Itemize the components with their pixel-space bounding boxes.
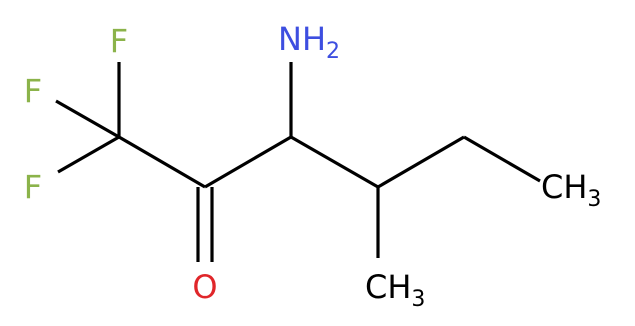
methyl-right-label: CH3 bbox=[541, 168, 601, 212]
bond-branch-ethyl bbox=[377, 135, 465, 189]
bond-alpha-branch bbox=[290, 135, 379, 189]
bond-cf3-carbonyl bbox=[118, 135, 206, 189]
atom-labels: F F F NH2 O CH3 CH3 bbox=[24, 20, 602, 312]
methyl-bottom-subscript: 3 bbox=[411, 287, 425, 312]
amino-symbol: NH bbox=[278, 20, 326, 58]
bond-carbonyl-alpha bbox=[204, 135, 292, 189]
bond-cf3-f3 bbox=[57, 135, 120, 174]
fluorine-label-top: F bbox=[110, 22, 128, 60]
amino-subscript: 2 bbox=[326, 39, 340, 64]
methyl-bottom-symbol: CH bbox=[365, 268, 411, 306]
bonds bbox=[55, 62, 541, 262]
methyl-right-symbol: CH bbox=[541, 168, 587, 206]
amino-label: NH2 bbox=[278, 20, 340, 64]
methyl-bottom-label: CH3 bbox=[365, 268, 425, 312]
bond-cf3-f2 bbox=[55, 99, 120, 139]
bond-ethyl-methyl bbox=[463, 135, 541, 183]
fluorine-label-middle: F bbox=[24, 72, 42, 110]
methyl-right-subscript: 3 bbox=[587, 187, 601, 212]
oxygen-label: O bbox=[192, 268, 217, 306]
fluorine-label-bottom: F bbox=[24, 168, 42, 206]
